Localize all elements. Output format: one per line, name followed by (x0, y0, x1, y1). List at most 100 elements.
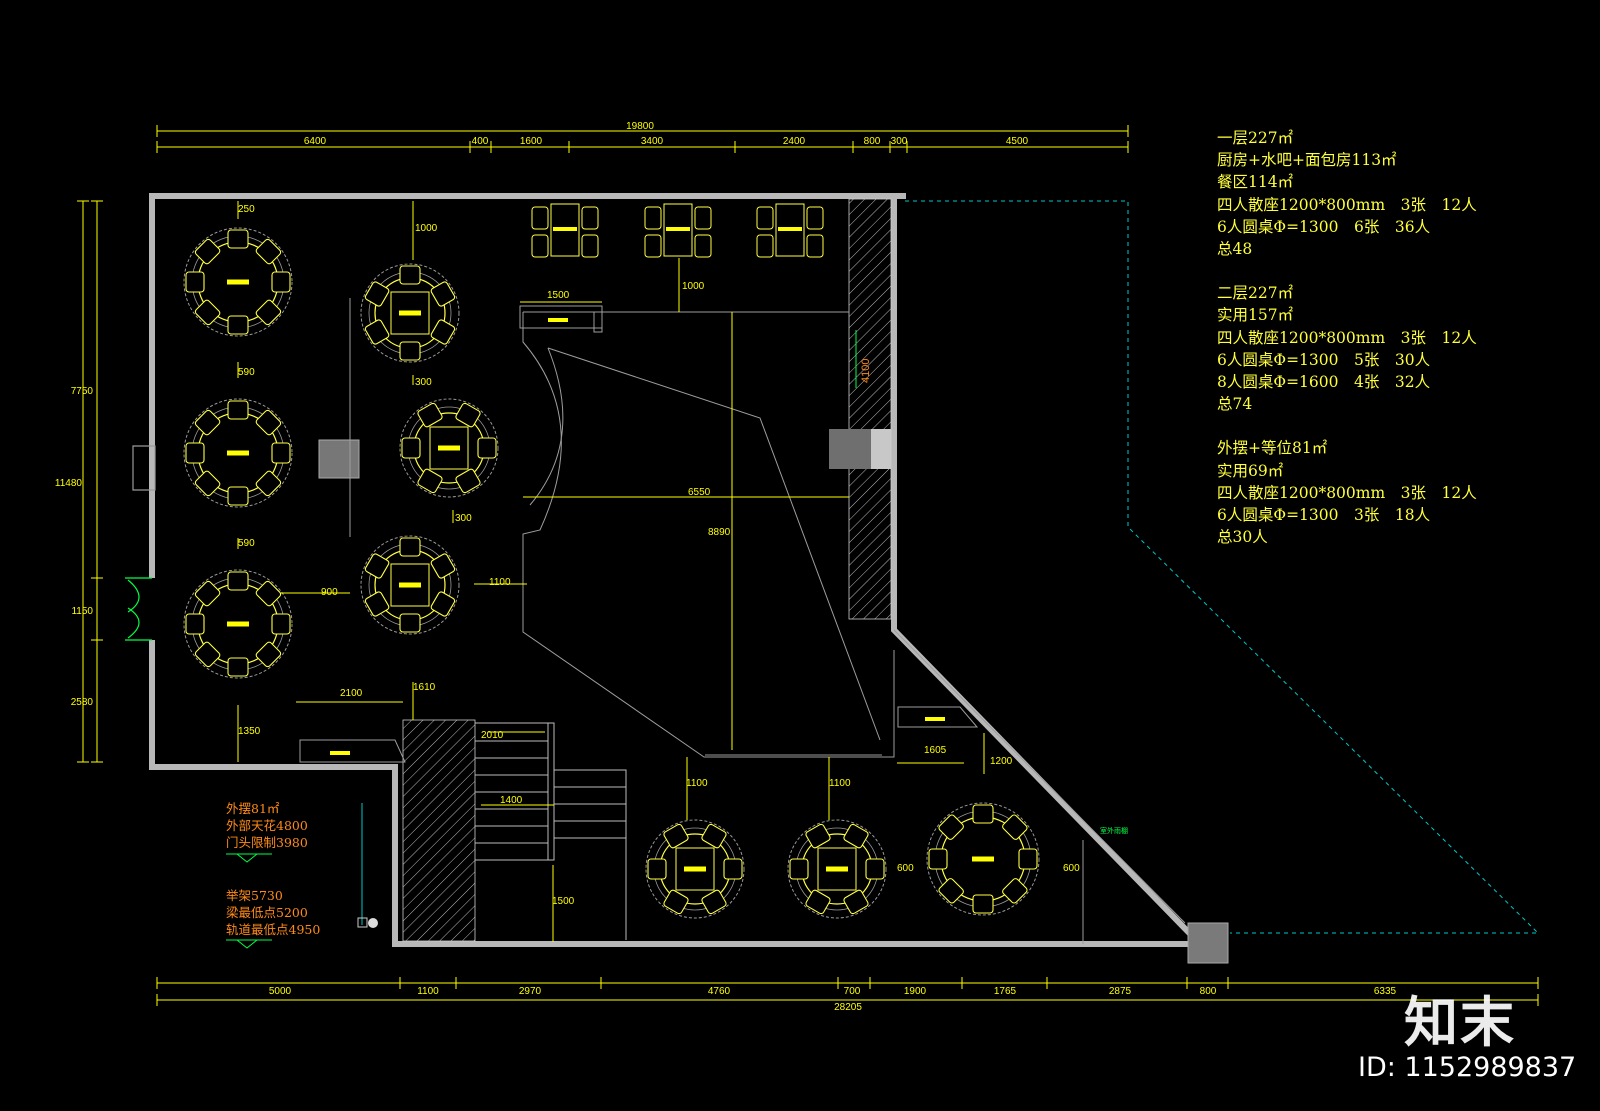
chair (805, 889, 831, 915)
chair (972, 894, 994, 914)
dim-bottom: 1765 (994, 986, 1017, 997)
note-line: 餐区114㎡ (1217, 173, 1294, 192)
round-table-group (360, 535, 460, 635)
notes-floor1: 一层227㎡ 厨房+水吧+面包房113㎡ 餐区114㎡ 四人散座1200*800… (1217, 127, 1477, 260)
chair (364, 553, 390, 579)
dim-interior: 1000 (415, 223, 438, 234)
table-clearance-circle (360, 535, 460, 635)
dim-interior: 300 (415, 377, 432, 388)
dim-interior: 1350 (238, 726, 261, 737)
round-table-group (787, 819, 887, 919)
dim-top: 300 (891, 136, 908, 147)
dimension-layer (77, 125, 1539, 1006)
note-line: 外摆+等位81㎡ (1217, 439, 1328, 458)
dim-top: 4500 (1006, 136, 1029, 147)
round-table-group (399, 398, 499, 498)
chair (227, 657, 249, 677)
round-table-group (183, 569, 293, 679)
orange-notes-outdoor: 外摆81㎡ 外部天花4800 门头限制3980 (226, 801, 308, 851)
table-tag (227, 621, 249, 627)
table-clearance-circle (183, 227, 293, 337)
chair (694, 206, 712, 230)
chair (938, 814, 964, 840)
booth-table (775, 203, 805, 257)
dim-top: 800 (864, 136, 881, 147)
chair (865, 858, 885, 880)
chair (227, 486, 249, 506)
four-seat-booth (644, 203, 712, 258)
dim-top: 1600 (520, 136, 543, 147)
chair (531, 206, 549, 230)
level-marker (357, 803, 378, 928)
table-lazy-susan (390, 563, 430, 607)
dim-bottom: 1100 (417, 986, 439, 997)
dim-interior: 590 (238, 367, 255, 378)
chair (185, 613, 205, 635)
chair (430, 281, 456, 307)
dim-interior: 1500 (552, 896, 575, 907)
table-tag (972, 856, 994, 862)
chair (399, 341, 421, 361)
note-line: 6人圆桌Φ=1300 6张 36人 (1217, 217, 1431, 236)
chair (581, 206, 599, 230)
note-line: 外摆81㎡ (226, 801, 280, 816)
dim-interior: 1610 (413, 682, 436, 693)
dimension-text-layer: 19800 6400 400 1600 3400 2400 800 300 45… (55, 121, 1397, 1013)
dim-bottom: 1900 (904, 986, 927, 997)
table-tag (330, 751, 350, 755)
chair (430, 553, 456, 579)
chair (663, 889, 689, 915)
table-lazy-susan (675, 847, 715, 891)
dim-bottom: 5000 (269, 986, 292, 997)
four-seat-booth (756, 203, 824, 258)
table-clearance-circle (399, 398, 499, 498)
dim-interior: 600 (897, 863, 914, 874)
chair (701, 823, 727, 849)
chair (531, 234, 549, 258)
chair (477, 437, 497, 459)
chair (430, 591, 456, 617)
chair (194, 641, 221, 668)
chair (701, 889, 727, 915)
chair (417, 468, 443, 494)
column-right (829, 429, 871, 469)
chair (723, 858, 743, 880)
table-lazy-susan (429, 426, 469, 470)
table-tag (666, 227, 690, 231)
chair (255, 641, 282, 668)
note-line: 实用157㎡ (1217, 306, 1294, 325)
chair (194, 238, 221, 265)
dim-interior: 600 (1063, 863, 1080, 874)
dim-bottom-total: 28205 (834, 1002, 862, 1013)
column-right-light (871, 429, 891, 469)
chair (455, 468, 481, 494)
watermark-id: ID: 1152989837 (1358, 1052, 1577, 1083)
note-line: 轨道最低点4950 (226, 921, 321, 937)
table-tag (399, 310, 421, 316)
dim-interior: 1100 (829, 778, 851, 789)
chair (271, 271, 291, 293)
table-tag (778, 227, 802, 231)
chair (843, 823, 869, 849)
chair (227, 229, 249, 249)
table-tag (826, 866, 848, 872)
dim-interior: 900 (321, 587, 338, 598)
chair (255, 580, 282, 607)
note-line: 6人圆桌Φ=1300 5张 30人 (1217, 350, 1431, 369)
chair (227, 315, 249, 335)
table-tag (925, 717, 945, 721)
four-seat-booth (531, 203, 599, 258)
table-clearance-circle (183, 398, 293, 508)
dim-bottom: 2970 (519, 986, 542, 997)
dim-bottom: 6335 (1374, 986, 1397, 997)
chair (1002, 814, 1028, 840)
chair (644, 206, 662, 230)
chair (455, 402, 481, 428)
chair (271, 442, 291, 464)
dim-interior: 1200 (990, 756, 1013, 767)
dim-bottom: 2875 (1109, 986, 1132, 997)
table-clearance-circle (926, 802, 1040, 916)
dim-top: 400 (472, 136, 489, 147)
chair (185, 442, 205, 464)
column-bottom-right (1187, 922, 1229, 964)
